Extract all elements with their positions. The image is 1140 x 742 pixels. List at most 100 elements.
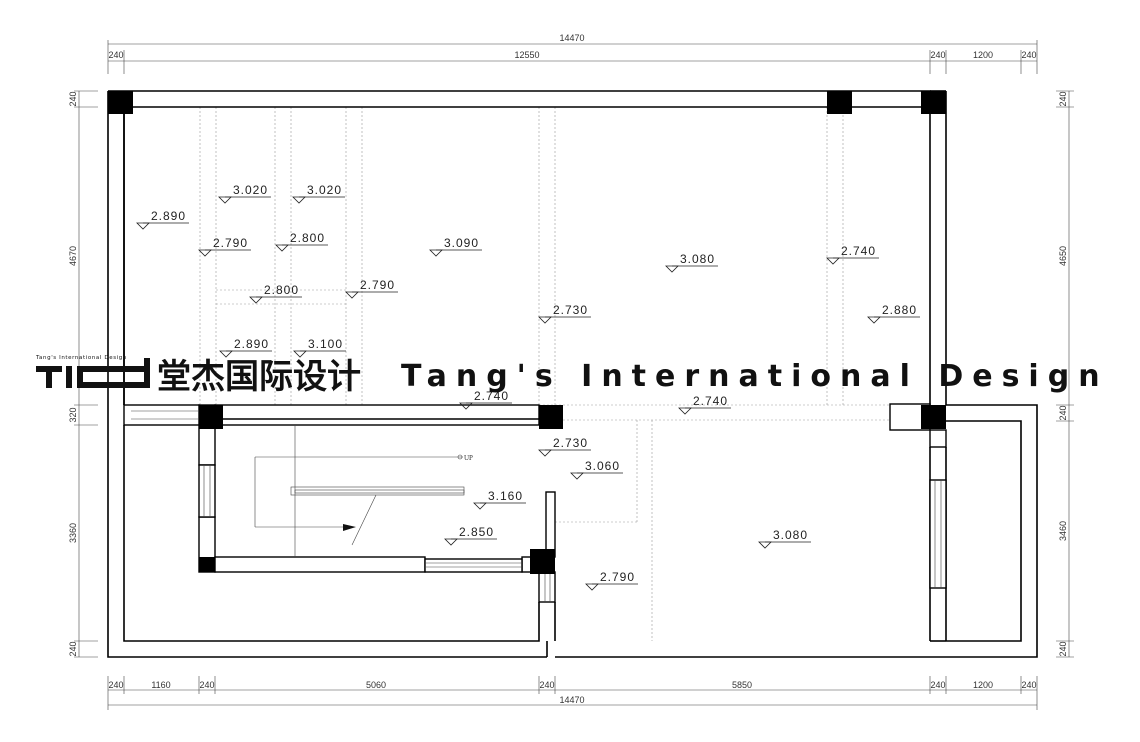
right-dimension-lines: 240 4650 240 3460 240 xyxy=(1056,90,1074,658)
level-value: 2.800 xyxy=(264,283,299,297)
level-marker: 2.790 xyxy=(198,236,251,257)
dim-top-1: 240 xyxy=(108,50,123,60)
level-triangle-icon xyxy=(249,296,263,304)
level-marker: 3.020 xyxy=(218,183,271,204)
level-value: 2.850 xyxy=(459,525,494,539)
level-marker: 3.020 xyxy=(292,183,345,204)
dim-right-3: 240 xyxy=(1058,405,1068,420)
dim-top-4: 1200 xyxy=(973,50,993,60)
dim-bottom-8: 1200 xyxy=(973,680,993,690)
level-value: 2.740 xyxy=(474,389,509,403)
dim-right-5: 240 xyxy=(1058,641,1068,656)
top-dimension-lines: 14470 240 12550 240 1200 240 xyxy=(107,33,1038,74)
level-value: 3.080 xyxy=(680,252,715,266)
level-marker: 2.730 xyxy=(538,436,591,457)
level-value: 2.890 xyxy=(151,209,186,223)
dim-bottom-9: 240 xyxy=(1021,680,1036,690)
dim-bottom-1: 240 xyxy=(108,680,123,690)
level-triangle-icon xyxy=(345,291,359,299)
level-marker: 3.090 xyxy=(429,236,482,257)
level-markers: 2.890 3.020 3.020 2.790 2.800 3.090 3.080 2.740… xyxy=(136,183,920,591)
level-marker: 3.160 xyxy=(473,489,526,510)
level-marker: 2.790 xyxy=(345,278,398,299)
level-value: 3.080 xyxy=(773,528,808,542)
level-value: 2.790 xyxy=(600,570,635,584)
staircase: UP xyxy=(254,425,473,557)
columns xyxy=(108,91,946,574)
level-marker: 2.890 xyxy=(219,337,272,358)
level-value: 3.090 xyxy=(444,236,479,250)
level-triangle-icon xyxy=(867,316,881,324)
dim-bottom-4: 5060 xyxy=(366,680,386,690)
level-triangle-icon xyxy=(218,196,232,204)
level-triangle-icon xyxy=(826,257,840,265)
level-triangle-icon xyxy=(136,222,150,230)
brand-small-text: Tang's International Design xyxy=(35,355,127,361)
dim-top-overall: 14470 xyxy=(559,33,584,43)
level-triangle-icon xyxy=(665,265,679,273)
level-value: 2.790 xyxy=(213,236,248,250)
dim-left-2: 4670 xyxy=(68,246,78,266)
level-triangle-icon xyxy=(198,249,212,257)
level-triangle-icon xyxy=(292,196,306,204)
level-triangle-icon xyxy=(538,449,552,457)
dim-left-3: 320 xyxy=(68,407,78,422)
level-value: 3.060 xyxy=(585,459,620,473)
level-triangle-icon xyxy=(678,407,692,415)
dim-bottom-2: 1160 xyxy=(151,680,170,690)
dim-top-2: 12550 xyxy=(514,50,539,60)
dim-top-5: 240 xyxy=(1021,50,1036,60)
level-marker: 2.740 xyxy=(678,394,731,415)
dim-right-4: 3460 xyxy=(1058,521,1068,541)
brand-watermark: Tang's International Design 堂杰国际设计 Tang'… xyxy=(35,355,1100,397)
level-value: 3.100 xyxy=(308,337,343,351)
dim-bottom-7: 240 xyxy=(930,680,945,690)
level-marker: 2.740 xyxy=(826,244,879,265)
level-value: 2.740 xyxy=(841,244,876,258)
level-value: 2.800 xyxy=(290,231,325,245)
level-value: 2.730 xyxy=(553,303,588,317)
level-value: 2.880 xyxy=(882,303,917,317)
level-marker: 2.800 xyxy=(275,231,328,252)
bottom-dimension-lines: 240 1160 240 5060 240 5850 240 1200 240 … xyxy=(107,676,1038,710)
level-marker: 2.890 xyxy=(136,209,189,230)
level-value: 2.790 xyxy=(360,278,395,292)
tid-logo: Tang's International Design xyxy=(35,355,150,388)
level-triangle-icon xyxy=(275,244,289,252)
dim-bottom-5: 240 xyxy=(539,680,554,690)
level-triangle-icon xyxy=(758,541,772,549)
level-triangle-icon xyxy=(570,472,584,480)
dim-bottom-overall: 14470 xyxy=(559,695,584,705)
level-value: 2.730 xyxy=(553,436,588,450)
level-marker: 2.790 xyxy=(585,570,638,591)
level-triangle-icon xyxy=(444,538,458,546)
dim-left-5: 240 xyxy=(68,641,78,656)
level-marker: 2.730 xyxy=(538,303,591,324)
level-value: 3.020 xyxy=(233,183,268,197)
level-marker: 2.850 xyxy=(444,525,497,546)
level-marker: 2.800 xyxy=(249,283,302,304)
dim-bottom-6: 5850 xyxy=(732,680,752,690)
level-value: 3.020 xyxy=(307,183,342,197)
level-value: 2.740 xyxy=(693,394,728,408)
stair-up-label: UP xyxy=(464,454,473,462)
dim-bottom-3: 240 xyxy=(199,680,214,690)
level-triangle-icon xyxy=(585,583,599,591)
level-value: 3.160 xyxy=(488,489,523,503)
dim-right-1: 240 xyxy=(1058,91,1068,106)
dim-left-4: 3360 xyxy=(68,523,78,543)
level-marker: 3.080 xyxy=(665,252,718,273)
dim-left-1: 240 xyxy=(68,91,78,106)
dim-right-2: 4650 xyxy=(1058,246,1068,266)
level-triangle-icon xyxy=(429,249,443,257)
level-triangle-icon xyxy=(538,316,552,324)
brand-chinese-name: 堂杰国际设计 xyxy=(157,357,361,397)
level-triangle-icon xyxy=(473,502,487,510)
level-marker: 2.880 xyxy=(867,303,920,324)
dim-top-3: 240 xyxy=(930,50,945,60)
level-marker: 3.100 xyxy=(293,337,346,358)
level-marker: 3.080 xyxy=(758,528,811,549)
level-marker: 2.740 xyxy=(459,389,512,410)
level-value: 2.890 xyxy=(234,337,269,351)
